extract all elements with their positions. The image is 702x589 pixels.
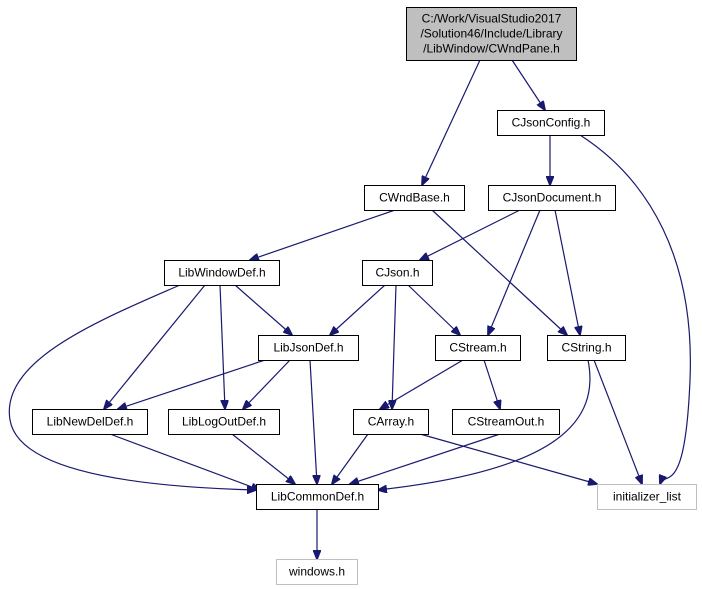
nodes-layer: C:/Work/VisualStudio2017/Solution46/Incl… [32,7,697,585]
edge-libnewdeldef-to-libcommondef [109,433,260,490]
edge-cjson-to-cstream [407,284,460,335]
node-label: CJson.h [375,266,419,280]
edge-cstring-to-libcommondef [378,359,591,490]
node-box [597,484,697,510]
node-label: CJsonDocument.h [503,191,602,205]
edge-cjson-to-carray [392,284,397,409]
node-carray[interactable]: CArray.h [353,409,429,435]
node-box [353,409,429,435]
node-libwindowdef[interactable]: LibWindowDef.h [164,260,280,286]
edge-libwindowdef-to-libcommondef [8,284,256,490]
node-cstreamout[interactable]: CStreamOut.h [452,409,560,435]
edge-libwindowdef-to-liblogoutdef [219,284,225,409]
node-box [276,559,358,585]
edge-root-to-cwndbase [422,59,481,185]
edge-libjsondef-to-libcommondef [309,359,317,484]
node-label: /LibWindow/CWndPane.h [423,42,560,56]
node-label: /Solution46/Include/Library [420,27,562,41]
edge-cstream-to-cstreamout [483,359,500,409]
node-box [497,110,605,136]
edge-cjsonconfig-to-initializer_list [579,134,691,484]
node-box [452,409,560,435]
node-label: LibLogOutDef.h [182,415,266,429]
edge-cjsondocument-to-cstream [488,209,541,335]
node-label: LibWindowDef.h [178,266,265,280]
node-box [547,335,626,361]
node-box [164,260,280,286]
node-label: LibJsonDef.h [273,341,343,355]
node-box [256,484,379,510]
node-cjsondocument[interactable]: CJsonDocument.h [488,185,616,211]
node-label: CString.h [561,341,611,355]
node-label: CArray.h [368,415,414,429]
node-label: CWndBase.h [379,191,450,205]
node-box [258,335,359,361]
node-cjsonconfig[interactable]: CJsonConfig.h [497,110,605,136]
edge-cjsondocument-to-cjson [420,209,521,260]
node-box [32,409,148,435]
node-label: C:/Work/VisualStudio2017 [422,12,562,26]
edge-liblogoutdef-to-libcommondef [231,433,295,484]
edge-cstring-to-initializer_list [593,359,642,484]
edge-cjsondocument-to-cstring [554,209,580,335]
node-label: initializer_list [613,490,682,504]
node-liblogoutdef[interactable]: LibLogOutDef.h [168,409,280,435]
node-label: LibCommonDef.h [271,490,364,504]
node-box [406,7,577,61]
edges-layer [8,59,691,559]
edge-cjson-to-libjsondef [330,284,386,335]
node-label: CJsonConfig.h [512,116,591,130]
edge-root-to-cjsonconfig [511,59,545,110]
node-label: LibNewDelDef.h [47,415,134,429]
node-box [168,409,280,435]
node-box [435,335,521,361]
node-libjsondef[interactable]: LibJsonDef.h [258,335,359,361]
node-box [362,260,433,286]
node-libcommondef[interactable]: LibCommonDef.h [256,484,379,510]
edge-carray-to-libcommondef [332,433,369,484]
node-label: windows.h [288,565,345,579]
node-windows: windows.h [276,559,358,585]
edge-carray-to-initializer_list [419,433,597,484]
node-root[interactable]: C:/Work/VisualStudio2017/Solution46/Incl… [406,7,577,61]
node-label: CStreamOut.h [468,415,545,429]
edge-libjsondef-to-libnewdeldef [118,359,266,409]
node-cstream[interactable]: CStream.h [435,335,521,361]
edge-cstreamout-to-libcommondef [350,433,501,484]
edge-cwndbase-to-libwindowdef [250,209,396,260]
node-cstring[interactable]: CString.h [547,335,626,361]
edge-libwindowdef-to-libjsondef [234,284,292,335]
edge-cwndbase-to-cstring [431,209,567,335]
node-cjson[interactable]: CJson.h [362,260,433,286]
node-libnewdeldef[interactable]: LibNewDelDef.h [32,409,148,435]
node-box [364,185,465,211]
edge-libwindowdef-to-libnewdeldef [104,284,206,409]
edge-libjsondef-to-liblogoutdef [243,359,291,409]
edge-cstream-to-carray [380,359,464,409]
node-label: CStream.h [449,341,506,355]
node-cwndbase[interactable]: CWndBase.h [364,185,465,211]
node-box [488,185,616,211]
node-initializer_list: initializer_list [597,484,697,510]
